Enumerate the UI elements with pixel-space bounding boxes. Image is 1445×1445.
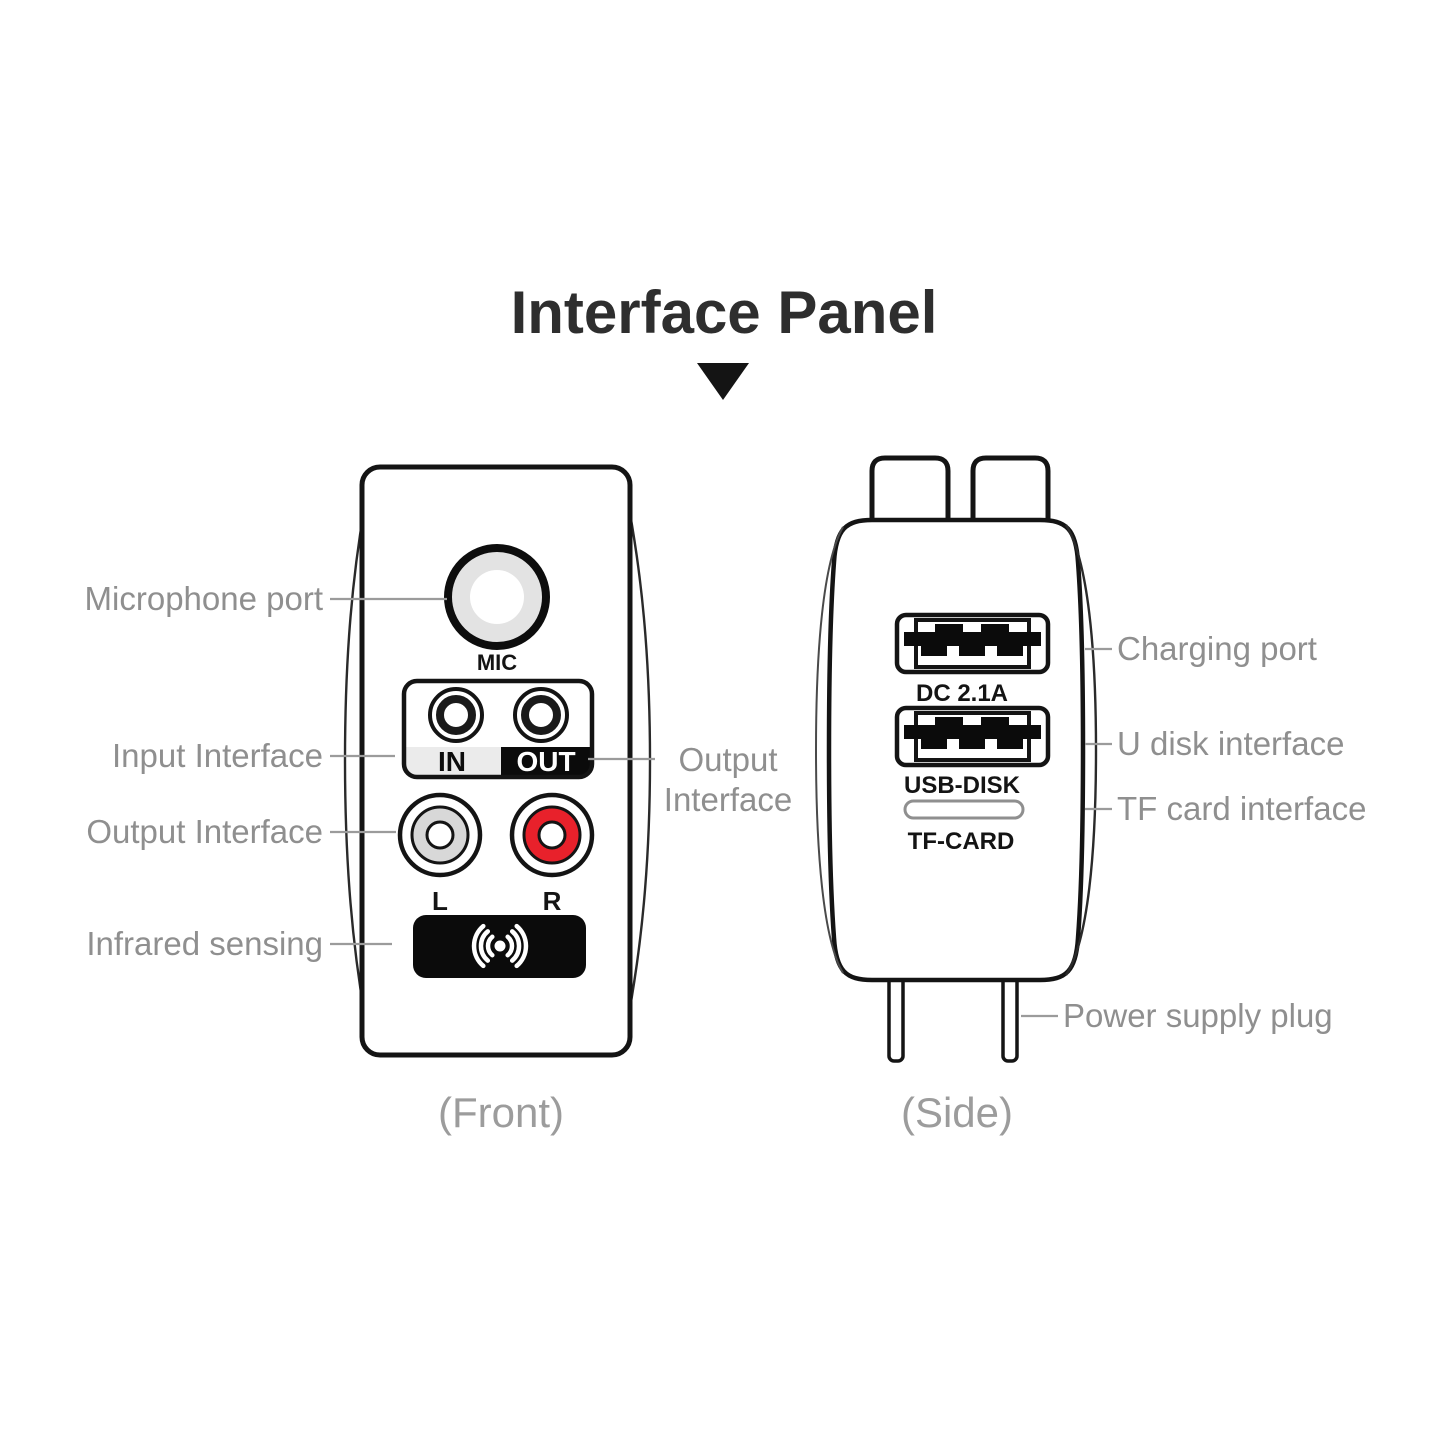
annotation-microphone-port: Microphone port [84, 580, 323, 617]
microphone-port-center [470, 570, 524, 624]
infrared-icon [471, 923, 529, 969]
annotation-output-interface-right-line2: Interface [663, 781, 793, 818]
out-bar [501, 747, 592, 777]
page-title: Interface Panel [510, 279, 938, 346]
left-channel-label: L [432, 886, 448, 916]
side-device: DC 2.1A USB-DISK TF-CARD [814, 455, 1098, 1063]
annotation-output-interface-right: Output Interface [647, 740, 809, 820]
annotation-output-interface-left: Output Interface [86, 813, 323, 850]
annotation-output-interface-right-line1: Output [678, 741, 778, 778]
rca-right-center [537, 820, 567, 850]
annotation-u-disk-interface: U disk interface [1117, 725, 1345, 762]
side-right-depth-curve [1064, 524, 1098, 976]
top-connector-right [970, 455, 1051, 524]
side-left-depth-curve [814, 526, 844, 974]
annotation-tf-card-interface: TF card interface [1117, 790, 1367, 827]
mic-label: MIC [477, 650, 517, 675]
usb-port-charging [894, 612, 1051, 675]
rca-left-center [425, 820, 455, 850]
leader-lines [330, 597, 1112, 1018]
in-bar [404, 747, 501, 777]
top-connector-left [869, 455, 951, 524]
usb-port-disk [894, 705, 1051, 768]
usb-disk-label: USB-DISK [904, 772, 1021, 799]
down-triangle-icon [697, 363, 749, 400]
dc-label: DC 2.1A [916, 680, 1008, 707]
in-out-box [401, 678, 595, 780]
in-out-bar [404, 747, 592, 777]
tf-card-label: TF-CARD [908, 828, 1015, 855]
side-caption: (Side) [900, 1089, 1014, 1136]
power-pin-right [1001, 970, 1019, 1063]
front-left-edge-curve [343, 472, 373, 1050]
power-pin-left [887, 970, 905, 1063]
front-caption: (Front) [438, 1089, 564, 1136]
in-label: IN [438, 746, 466, 777]
front-device: MIC IN OUT L R [343, 464, 652, 1058]
annotation-power-supply-plug: Power supply plug [1063, 997, 1333, 1034]
right-channel-label: R [543, 886, 562, 916]
output-jack-ring [521, 695, 561, 735]
tf-card-slot [903, 799, 1025, 820]
annotation-input-interface: Input Interface [112, 737, 323, 774]
input-jack-ring [436, 695, 476, 735]
annotation-charging-port: Charging port [1117, 630, 1317, 667]
out-label: OUT [516, 746, 575, 777]
annotation-infrared-sensing: Infrared sensing [86, 925, 323, 962]
